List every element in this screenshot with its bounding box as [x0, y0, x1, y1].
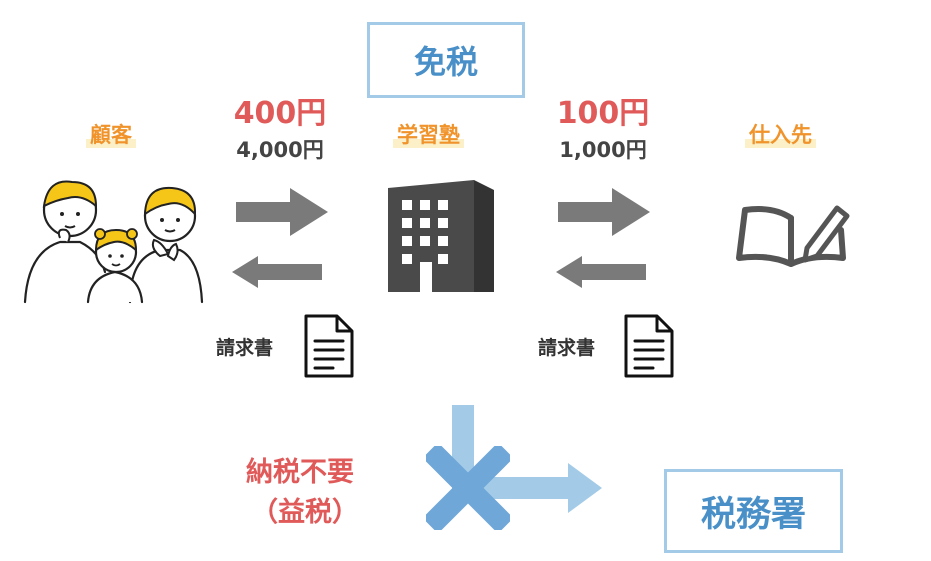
invoice-label-right: 請求書	[538, 337, 596, 359]
book-icon	[736, 205, 850, 267]
supplier-label: 仕入先	[749, 123, 812, 147]
tax-office-box: 税務署	[664, 469, 843, 553]
left-price-sub: 4,000円	[236, 138, 324, 162]
right-price-sub: 1,000円	[559, 138, 647, 162]
document-icon-left	[304, 314, 354, 378]
document-icon-right	[624, 314, 674, 378]
arrow-right-right	[558, 188, 650, 236]
right-price-main: 100円	[556, 96, 650, 131]
cross-icon	[426, 446, 510, 530]
invoice-label-left: 請求書	[216, 337, 274, 359]
left-price-main: 400円	[233, 96, 327, 131]
benefit-tax-label: （益税）	[251, 497, 359, 528]
supplier-label-wrap: 仕入先	[745, 119, 816, 149]
building-icon	[388, 180, 494, 292]
arrow-right-left	[236, 188, 328, 236]
arrow-left-right	[556, 256, 646, 288]
school-label: 学習塾	[397, 123, 460, 147]
tax-exempt-label: 免税	[413, 43, 478, 81]
tax-office-label: 税務署	[700, 494, 806, 535]
arrow-left-left	[232, 256, 322, 288]
tax-exempt-box: 免税	[367, 22, 525, 98]
family-icon	[23, 180, 204, 304]
customer-label-wrap: 顧客	[86, 119, 136, 149]
school-label-wrap: 学習塾	[393, 119, 464, 149]
customer-label: 顧客	[90, 123, 132, 147]
no-tax-payment-label: 納税不要	[246, 457, 354, 488]
